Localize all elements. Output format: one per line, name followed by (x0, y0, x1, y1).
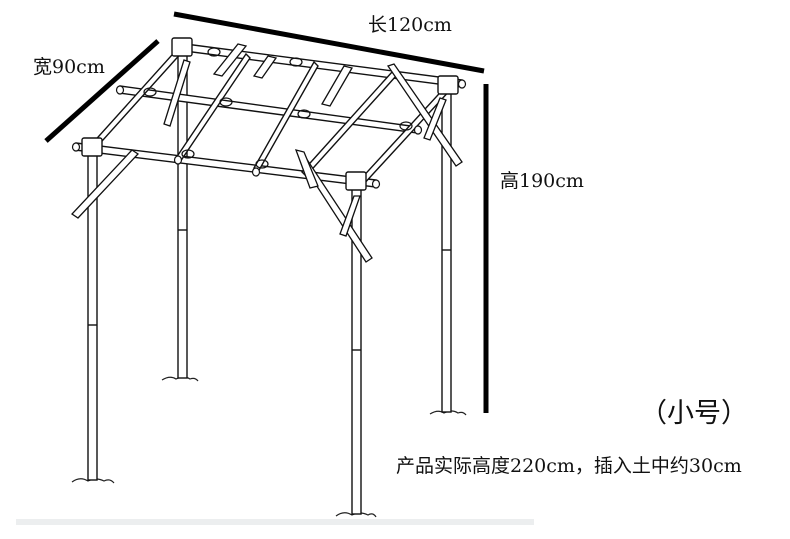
rail-ties (143, 47, 413, 169)
bottom-strip (16, 519, 534, 525)
width-label: 宽90cm (33, 56, 105, 78)
rail-end-caps (71, 79, 467, 189)
corner-connectors (81, 37, 459, 191)
height-label: 高190cm (500, 170, 584, 192)
clip-a (212, 43, 248, 77)
cap-5 (413, 125, 423, 135)
clip-b (321, 65, 353, 107)
tie-4 (399, 121, 413, 131)
size-tag: （小号） (640, 398, 748, 429)
tie-6 (255, 159, 269, 169)
cap-2 (71, 142, 81, 152)
cap-6 (251, 167, 261, 177)
connector-back-left (171, 37, 193, 57)
cap-1 (115, 85, 125, 95)
cap-7 (173, 155, 183, 165)
tie-1 (143, 87, 157, 97)
tie-8 (289, 57, 303, 67)
rail-back-long (176, 42, 463, 88)
connector-front-left (81, 137, 103, 157)
tie-3 (297, 109, 311, 119)
dimension-bars (44, 11, 489, 413)
braces (71, 43, 463, 263)
cap-4 (457, 79, 467, 89)
clip-c (252, 55, 278, 79)
installation-note: 产品实际高度220cm，插入土中约30cm (396, 455, 742, 477)
tie-7 (207, 47, 221, 57)
connector-back-right (437, 75, 459, 95)
tie-5 (181, 149, 195, 159)
top-rails (74, 42, 463, 188)
brace-front-left (71, 149, 139, 219)
brace-back-right-2 (423, 97, 447, 141)
cap-3 (371, 179, 381, 189)
connector-front-right (345, 171, 367, 191)
brace-back-left (163, 59, 191, 127)
legs (87, 51, 452, 515)
width-dimension-bar (44, 39, 160, 143)
length-dimension-bar (173, 11, 485, 74)
length-label: 长120cm (368, 14, 452, 36)
tie-2 (219, 97, 233, 107)
clip-d (294, 149, 319, 189)
ground-marks (71, 376, 467, 518)
brace-front-right-2 (339, 195, 361, 237)
